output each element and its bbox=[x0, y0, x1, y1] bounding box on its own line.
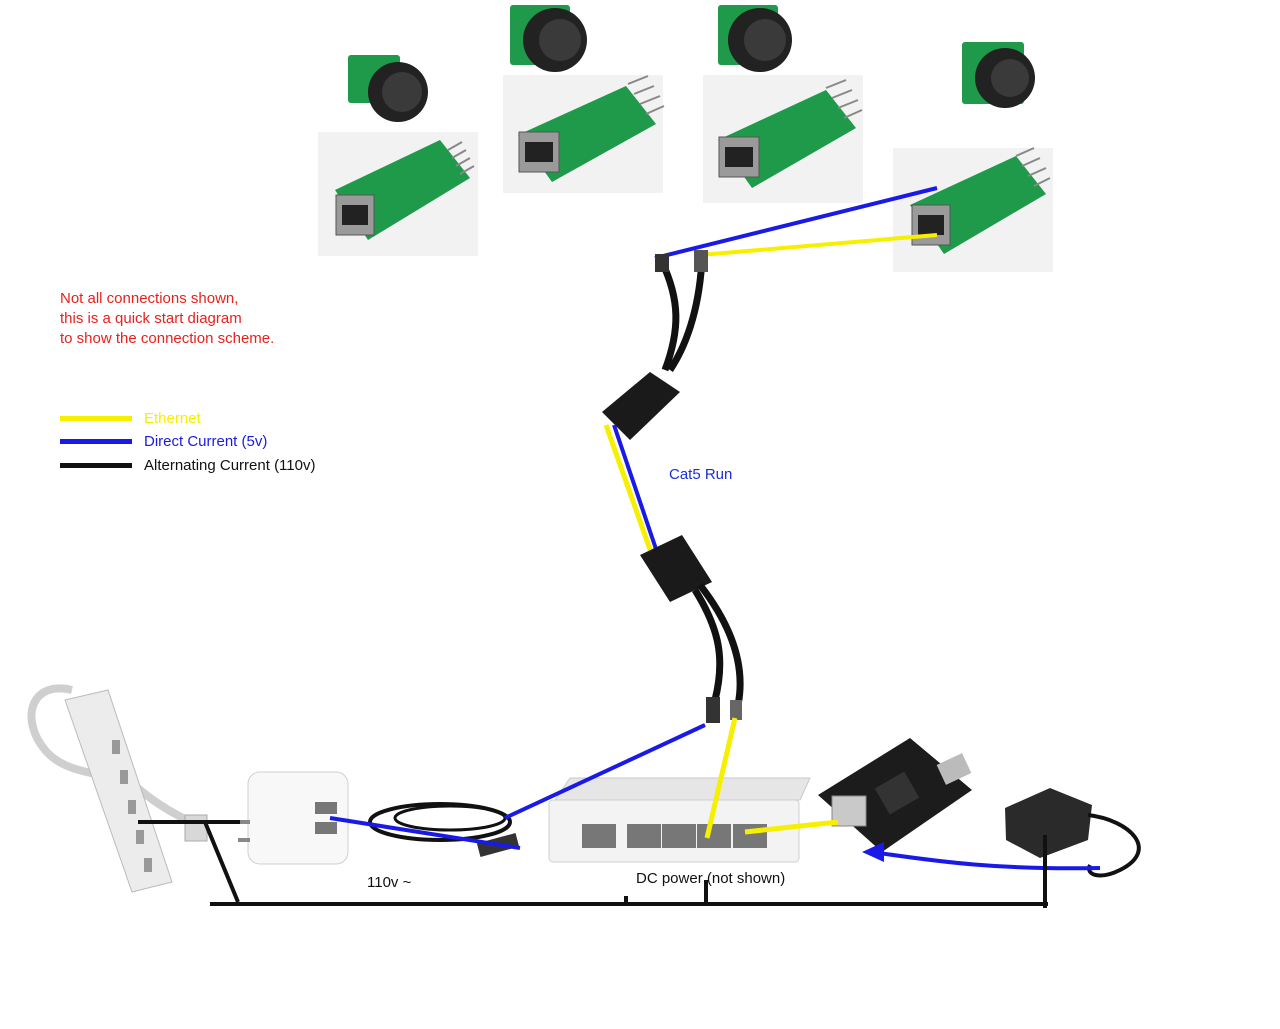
legend-label-ethernet: Ethernet bbox=[144, 410, 201, 427]
poe-splitter-bottom bbox=[640, 535, 742, 723]
note-line-2: this is a quick start diagram bbox=[60, 309, 274, 329]
quick-start-note: Not all connections shown, this is a qui… bbox=[60, 289, 274, 349]
ultrasonic-sensor-3 bbox=[718, 5, 792, 72]
ultrasonic-sensor-1 bbox=[348, 55, 428, 122]
ethernet-module-1 bbox=[318, 132, 478, 256]
legend-label-dc: Direct Current (5v) bbox=[144, 433, 267, 450]
legend-swatch-ethernet bbox=[60, 416, 132, 421]
legend-ethernet: Ethernet bbox=[60, 407, 201, 429]
wall-adapter bbox=[1005, 788, 1139, 875]
ethernet-module-3 bbox=[703, 75, 863, 203]
legend-swatch-ac bbox=[60, 463, 132, 468]
ac-110v-label: 110v ~ bbox=[367, 874, 411, 891]
ultrasonic-sensor-4 bbox=[962, 42, 1035, 108]
ethernet-module-4 bbox=[893, 148, 1053, 272]
legend-ac: Alternating Current (110v) bbox=[60, 454, 315, 476]
network-switch bbox=[549, 778, 810, 862]
note-line-3: to show the connection scheme. bbox=[60, 329, 274, 349]
cat5-dc bbox=[614, 425, 657, 552]
legend-swatch-dc bbox=[60, 439, 132, 444]
dc-arrow-head bbox=[862, 842, 884, 862]
power-strip bbox=[31, 688, 207, 892]
ultrasonic-sensor-2 bbox=[510, 5, 587, 72]
beaglebone-board bbox=[818, 738, 972, 852]
dc-power-label: DC power (not shown) bbox=[636, 870, 785, 887]
dc-wire-beaglebone bbox=[872, 852, 1100, 868]
poe-splitter-top bbox=[602, 250, 708, 440]
legend-label-ac: Alternating Current (110v) bbox=[144, 457, 315, 474]
cat5-ethernet bbox=[606, 425, 652, 555]
note-line-1: Not all connections shown, bbox=[60, 289, 274, 309]
legend-dc: Direct Current (5v) bbox=[60, 430, 267, 452]
cat5-run-label: Cat5 Run bbox=[669, 466, 732, 483]
ethernet-module-2 bbox=[503, 75, 664, 193]
usb-barrel-cable bbox=[370, 804, 519, 857]
